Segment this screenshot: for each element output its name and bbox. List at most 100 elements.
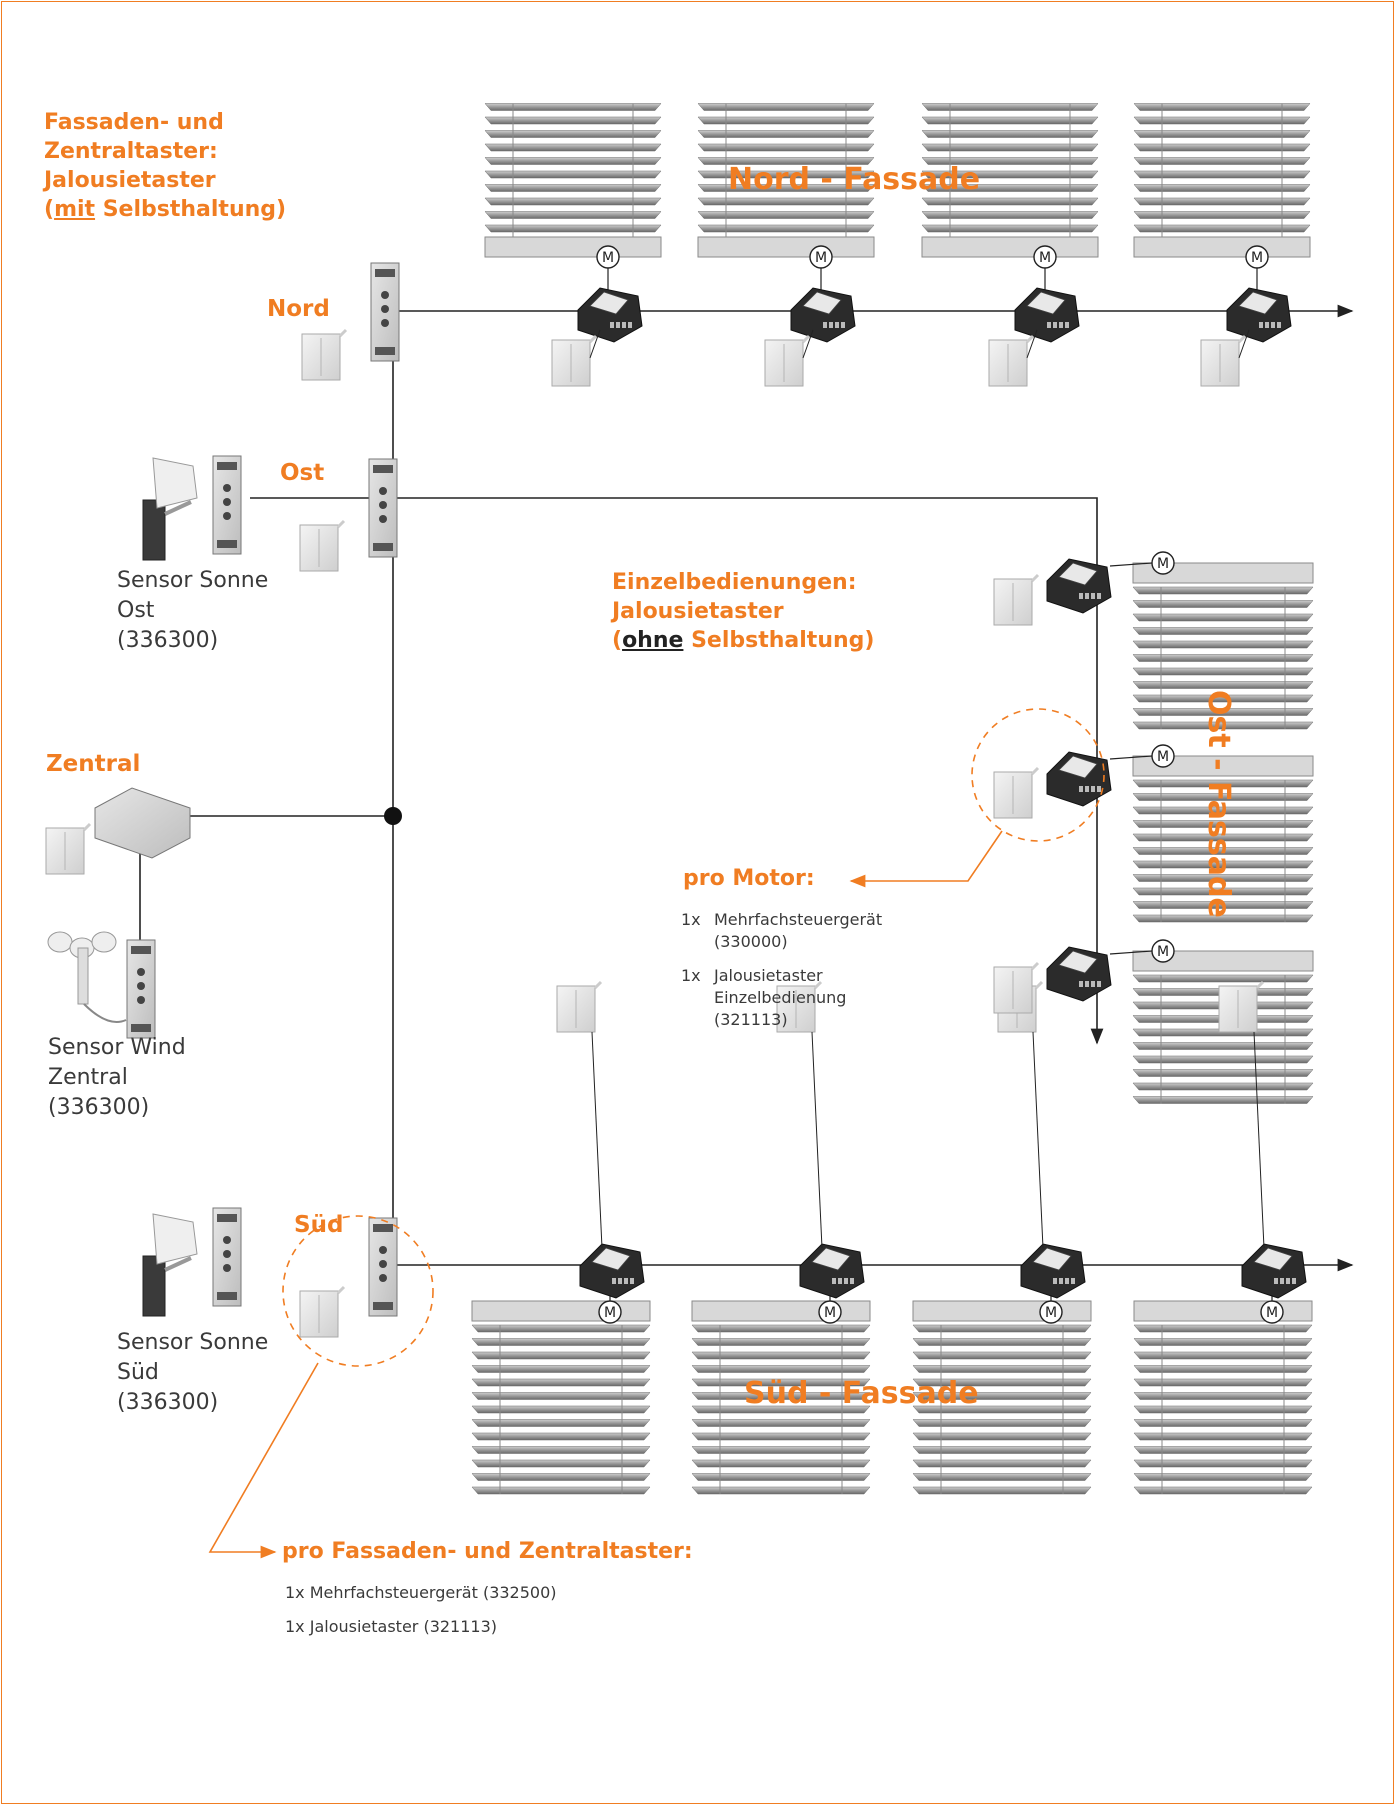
blind-slat (691, 1392, 871, 1400)
motor-icon: M (1039, 1300, 1063, 1324)
blind-slat (691, 1419, 871, 1427)
sensor-label-wind: Sensor Wind Zentral (336300) (48, 1035, 186, 1120)
blind-slat (1133, 184, 1311, 192)
blind-slat (697, 211, 875, 219)
blind-slat (1132, 793, 1314, 801)
blind-slat (1133, 1473, 1313, 1481)
blind-slat (912, 1338, 1092, 1346)
blind-slat (912, 1351, 1092, 1360)
facade-label-ost: Ost - Fassade (1201, 690, 1236, 918)
blind-slat (1132, 681, 1314, 689)
blind-slat (691, 1473, 871, 1481)
blind-slat (1133, 1446, 1313, 1454)
blind-slat (912, 1459, 1092, 1468)
blind (484, 103, 662, 258)
motor-icon: M (818, 1300, 842, 1324)
jalousie-switch (993, 766, 1040, 819)
blind-headrail (912, 1300, 1092, 1322)
einzel-legend: Einzelbedienungen: Jalousietaster (ohne … (612, 570, 875, 653)
motor-icon: M (596, 245, 620, 269)
blind-slat (912, 1446, 1092, 1454)
einzel-ohne: ohne (622, 628, 684, 653)
blind-slat (471, 1432, 651, 1441)
blind-slat (697, 143, 875, 152)
blind-slat (471, 1378, 651, 1387)
multi-control-unit (579, 1243, 645, 1299)
blind-slat (921, 116, 1099, 125)
blind (471, 1300, 651, 1495)
blind-slat (471, 1419, 651, 1427)
multi-control-unit (1241, 1243, 1307, 1299)
jalousie-switch (551, 334, 598, 387)
blind-slat (1132, 779, 1314, 788)
blind-slat (691, 1486, 871, 1495)
pro-fassade-item-2: 1x Jalousietaster (321113) (285, 1617, 498, 1636)
blind-slat (484, 157, 662, 165)
jalousie-switch (556, 980, 603, 1033)
motor-label: M (1157, 749, 1169, 765)
header-legend: Fassaden- und Zentraltaster: Jalousietas… (44, 108, 286, 224)
blind-slat (697, 116, 875, 125)
blind-slat (1133, 1338, 1313, 1346)
blind-slat (1133, 1405, 1313, 1414)
multi-control-unit-din (370, 262, 400, 362)
blind-slat (921, 224, 1099, 233)
multi-control-unit-din (212, 455, 242, 555)
motor-label: M (1266, 1305, 1278, 1321)
blind-slat (912, 1392, 1092, 1400)
blind-slat (1133, 143, 1311, 152)
blind-slat (471, 1459, 651, 1468)
blind-slat (912, 1378, 1092, 1387)
blind-slat (1132, 1096, 1314, 1104)
blind-slat (912, 1405, 1092, 1414)
zentral-control-unit (94, 787, 191, 859)
blind-slat (1133, 1392, 1313, 1400)
group-label-nord: Nord (267, 296, 330, 322)
header-line-1: Fassaden- und (44, 110, 224, 135)
blind-slat (1133, 116, 1311, 125)
blind (921, 103, 1099, 258)
blind-slat (1133, 1459, 1313, 1468)
motor-label: M (824, 1305, 836, 1321)
motor-icon: M (1151, 939, 1175, 963)
blind-slat (1132, 640, 1314, 649)
callouts (208, 708, 1105, 1559)
blind-slat (1132, 613, 1314, 622)
blind-slat (484, 116, 662, 125)
blind-slat (1133, 170, 1311, 179)
blind-slat (912, 1486, 1092, 1495)
jalousie-switch (764, 334, 811, 387)
pro-fassade-item-1: 1x Mehrfachsteuergerät (332500) (285, 1583, 557, 1602)
blind-slat (912, 1365, 1092, 1373)
blind-slat (1132, 806, 1314, 815)
multi-control-unit (1226, 287, 1292, 343)
blind-headrail (471, 1300, 651, 1322)
group-label-ost: Ost (280, 460, 325, 486)
group-label-zentral: Zentral (46, 751, 141, 777)
multi-control-unit-din (126, 939, 156, 1039)
blind-slat (484, 170, 662, 179)
blind-slat (697, 103, 875, 111)
motor-label: M (1045, 1305, 1057, 1321)
blind-slat (471, 1338, 651, 1346)
multi-control-unit (790, 287, 856, 343)
jalousie-switch (776, 980, 823, 1033)
blind-slat (471, 1365, 651, 1373)
blind-slat (1132, 694, 1314, 703)
blind-slat (1133, 224, 1311, 233)
blind-slat (691, 1459, 871, 1468)
blind-slat (1133, 1378, 1313, 1387)
header-mit: mit (54, 197, 96, 222)
blind-headrail (484, 236, 662, 258)
blind-slat (484, 224, 662, 233)
blinds-layer (471, 103, 1314, 1495)
blind-slat (1132, 833, 1314, 842)
blind (1132, 950, 1314, 1104)
blind-slat (691, 1351, 871, 1360)
blind-slat (484, 130, 662, 138)
blind-slat (1132, 708, 1314, 716)
blind-slat (1132, 721, 1314, 730)
blind-slat (1133, 1432, 1313, 1441)
blind-slat (1132, 654, 1314, 662)
